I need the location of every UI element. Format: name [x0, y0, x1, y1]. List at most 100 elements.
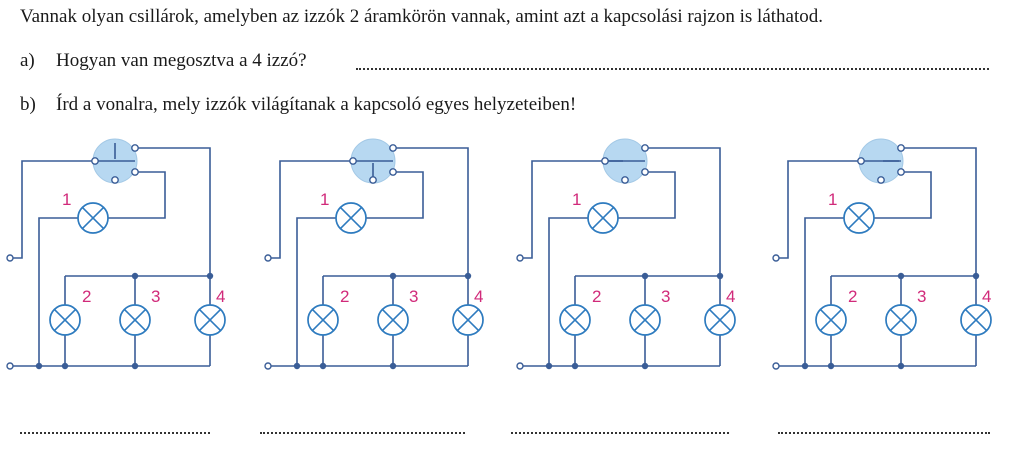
answer-line-4[interactable] — [778, 432, 990, 434]
circuit-svg: 1 2 3 4 — [264, 138, 484, 370]
wire — [268, 160, 353, 259]
bulb-cross — [847, 206, 871, 230]
switch-contact — [349, 157, 357, 165]
terminal-top — [264, 254, 272, 262]
switch-contact — [111, 176, 119, 184]
bulb-cross — [381, 308, 405, 332]
bulb-number-4: 4 — [474, 287, 483, 306]
switch-contact — [641, 144, 649, 152]
bulb-1 — [843, 202, 875, 234]
switch-contact — [897, 168, 905, 176]
junction-dot — [827, 362, 835, 370]
bulb-cross — [311, 308, 335, 332]
wire — [366, 171, 424, 219]
bulb-number-4: 4 — [216, 287, 225, 306]
bulb-cross — [456, 308, 480, 332]
junction-dot — [716, 272, 724, 280]
bulb-4 — [960, 304, 992, 336]
bulb-3 — [119, 304, 151, 336]
bulb-2 — [49, 304, 81, 336]
bulb-number-1: 1 — [572, 190, 581, 209]
bulb-cross — [819, 308, 843, 332]
terminal-bottom — [264, 362, 272, 370]
wire — [393, 147, 469, 276]
terminal-bottom — [772, 362, 780, 370]
rotary-switch[interactable] — [349, 138, 397, 184]
bulb-number-2: 2 — [82, 287, 91, 306]
bulb-1 — [587, 202, 619, 234]
bulb-cross — [123, 308, 147, 332]
bulb-1 — [335, 202, 367, 234]
question-b: b) Írd a vonalra, mely izzók világítanak … — [20, 94, 576, 116]
answer-line-2[interactable] — [260, 432, 465, 434]
switch-contact — [877, 176, 885, 184]
wire — [645, 147, 721, 276]
wire — [296, 217, 336, 366]
wire — [776, 160, 861, 259]
bulb-number-2: 2 — [848, 287, 857, 306]
wire — [10, 160, 95, 259]
rotary-switch[interactable] — [91, 138, 139, 184]
wire — [38, 217, 78, 366]
bulb-cross — [964, 308, 988, 332]
circuit-diagram-2: 1 2 3 4 — [258, 130, 498, 380]
answer-line-3[interactable] — [511, 432, 729, 434]
question-a-text: Hogyan van megosztva a 4 izzó? — [56, 50, 307, 71]
question-b-label: b) — [20, 94, 36, 115]
bulb-cross — [339, 206, 363, 230]
bulb-cross — [633, 308, 657, 332]
wire — [618, 171, 676, 219]
junction-dot — [389, 272, 397, 280]
bulb-2 — [815, 304, 847, 336]
bulb-cross — [563, 308, 587, 332]
junction-dot — [641, 362, 649, 370]
junction-dot — [972, 272, 980, 280]
bulb-cross — [591, 206, 615, 230]
switch-contact — [621, 176, 629, 184]
junction-dot — [571, 362, 579, 370]
switch-contact — [389, 168, 397, 176]
bulb-cross — [889, 308, 913, 332]
terminal-top — [772, 254, 780, 262]
junction-dot — [545, 362, 553, 370]
rotary-switch[interactable] — [857, 138, 905, 184]
question-a: a) Hogyan van megosztva a 4 izzó? — [20, 50, 307, 72]
bulb-number-2: 2 — [592, 287, 601, 306]
bulb-cross — [53, 308, 77, 332]
question-a-label: a) — [20, 50, 35, 71]
bulb-number-3: 3 — [151, 287, 160, 306]
wire — [135, 147, 211, 276]
bulb-1 — [77, 202, 109, 234]
junction-dot — [131, 272, 139, 280]
bulb-number-3: 3 — [409, 287, 418, 306]
junction-dot — [293, 362, 301, 370]
switch-contact — [897, 144, 905, 152]
bulb-number-1: 1 — [320, 190, 329, 209]
bulb-3 — [377, 304, 409, 336]
junction-dot — [319, 362, 327, 370]
terminal-top — [6, 254, 14, 262]
wire — [901, 147, 977, 276]
terminal-top — [516, 254, 524, 262]
bulb-3 — [629, 304, 661, 336]
switch-contact — [641, 168, 649, 176]
wire — [108, 171, 166, 219]
bulb-4 — [704, 304, 736, 336]
answer-line-a[interactable] — [356, 68, 989, 70]
answer-line-1[interactable] — [20, 432, 210, 434]
bulb-number-4: 4 — [726, 287, 735, 306]
switch-contact — [91, 157, 99, 165]
switch-contact — [131, 168, 139, 176]
bulb-number-2: 2 — [340, 287, 349, 306]
rotary-switch[interactable] — [601, 138, 649, 184]
switch-contact — [601, 157, 609, 165]
junction-dot — [897, 362, 905, 370]
question-b-text: Írd a vonalra, mely izzók világítanak a … — [56, 94, 577, 115]
junction-dot — [464, 272, 472, 280]
wire — [874, 171, 932, 219]
